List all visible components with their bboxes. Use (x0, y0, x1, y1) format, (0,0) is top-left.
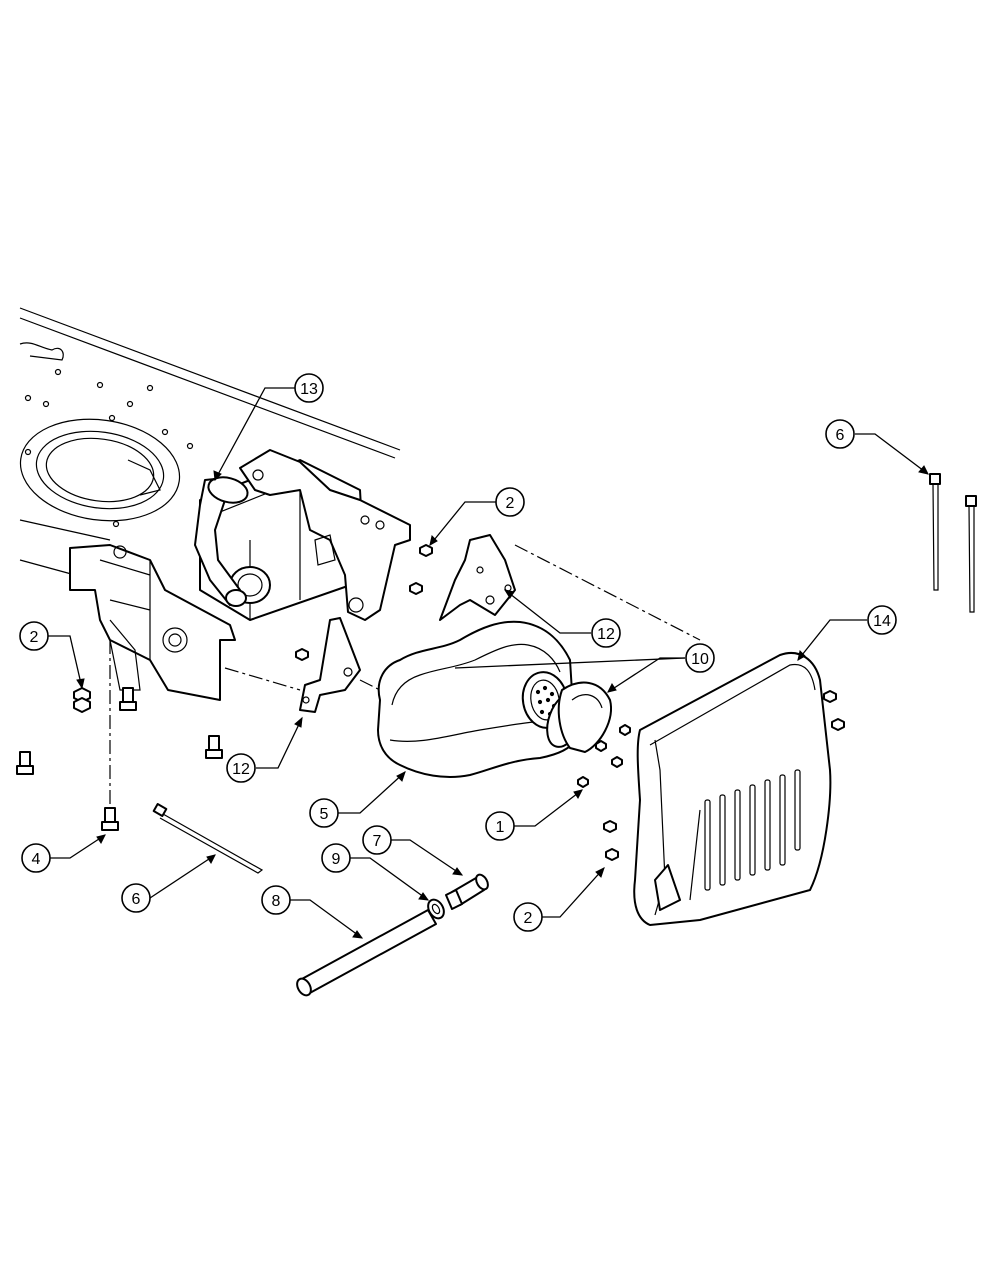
callout-label: 6 (836, 427, 845, 444)
callout-label: 9 (332, 851, 341, 868)
callout-12-right: 12 (591, 618, 621, 648)
callout-label: 7 (373, 833, 382, 850)
callout-10: 10 (685, 643, 715, 673)
cable-tie-right (929, 473, 977, 613)
fitting (445, 873, 489, 910)
callout-label: 14 (873, 613, 891, 630)
bolt (119, 687, 137, 711)
callout-9: 9 (321, 843, 351, 873)
screw (73, 697, 91, 713)
screw (577, 776, 589, 788)
screw (419, 544, 433, 557)
screw (619, 724, 631, 736)
screw (295, 648, 309, 661)
callout-13: 13 (294, 373, 324, 403)
callout-14: 14 (867, 605, 897, 635)
alignment-lines (109, 544, 701, 808)
callout-1: 1 (485, 811, 515, 841)
callout-label: 10 (691, 651, 709, 668)
callout-label: 8 (272, 893, 281, 910)
muffler-bracket-lower (299, 617, 361, 713)
fastener-set (16, 544, 845, 861)
callout-8: 8 (261, 885, 291, 915)
callout-7: 7 (362, 825, 392, 855)
callout-6-left: 6 (121, 883, 151, 913)
heat-shield (633, 652, 832, 926)
bolt (101, 807, 119, 831)
deflector-cap (546, 681, 612, 753)
callout-2-left: 2 (19, 621, 49, 651)
callout-label: 2 (506, 495, 515, 512)
callout-5: 5 (309, 798, 339, 828)
frame-assembly (19, 307, 411, 701)
hose (296, 909, 437, 997)
callout-2-bottom: 2 (513, 902, 543, 932)
callout-label: 12 (232, 761, 250, 778)
bolt (205, 735, 223, 759)
screw (603, 820, 617, 833)
callout-label: 1 (496, 819, 505, 836)
callout-6-right: 6 (825, 419, 855, 449)
callout-label: 4 (32, 851, 41, 868)
callout-2-top: 2 (495, 487, 525, 517)
bolt (16, 751, 34, 775)
callout-label: 2 (30, 629, 39, 646)
callout-label: 13 (300, 381, 318, 398)
screw (823, 690, 837, 703)
callout-label: 2 (524, 910, 533, 927)
screw (409, 582, 423, 595)
leader-lines (48, 387, 929, 939)
muffler-bracket-upper (439, 534, 516, 621)
callout-4: 4 (21, 843, 51, 873)
screw (595, 740, 607, 752)
screw (611, 756, 623, 768)
muffler (377, 620, 576, 778)
screw (831, 718, 845, 731)
callout-12-left: 12 (226, 753, 256, 783)
callout-label: 12 (597, 626, 615, 643)
cable-tie-left (152, 803, 264, 874)
callout-label: 5 (320, 806, 329, 823)
callout-label: 6 (132, 891, 141, 908)
screw (605, 848, 619, 861)
